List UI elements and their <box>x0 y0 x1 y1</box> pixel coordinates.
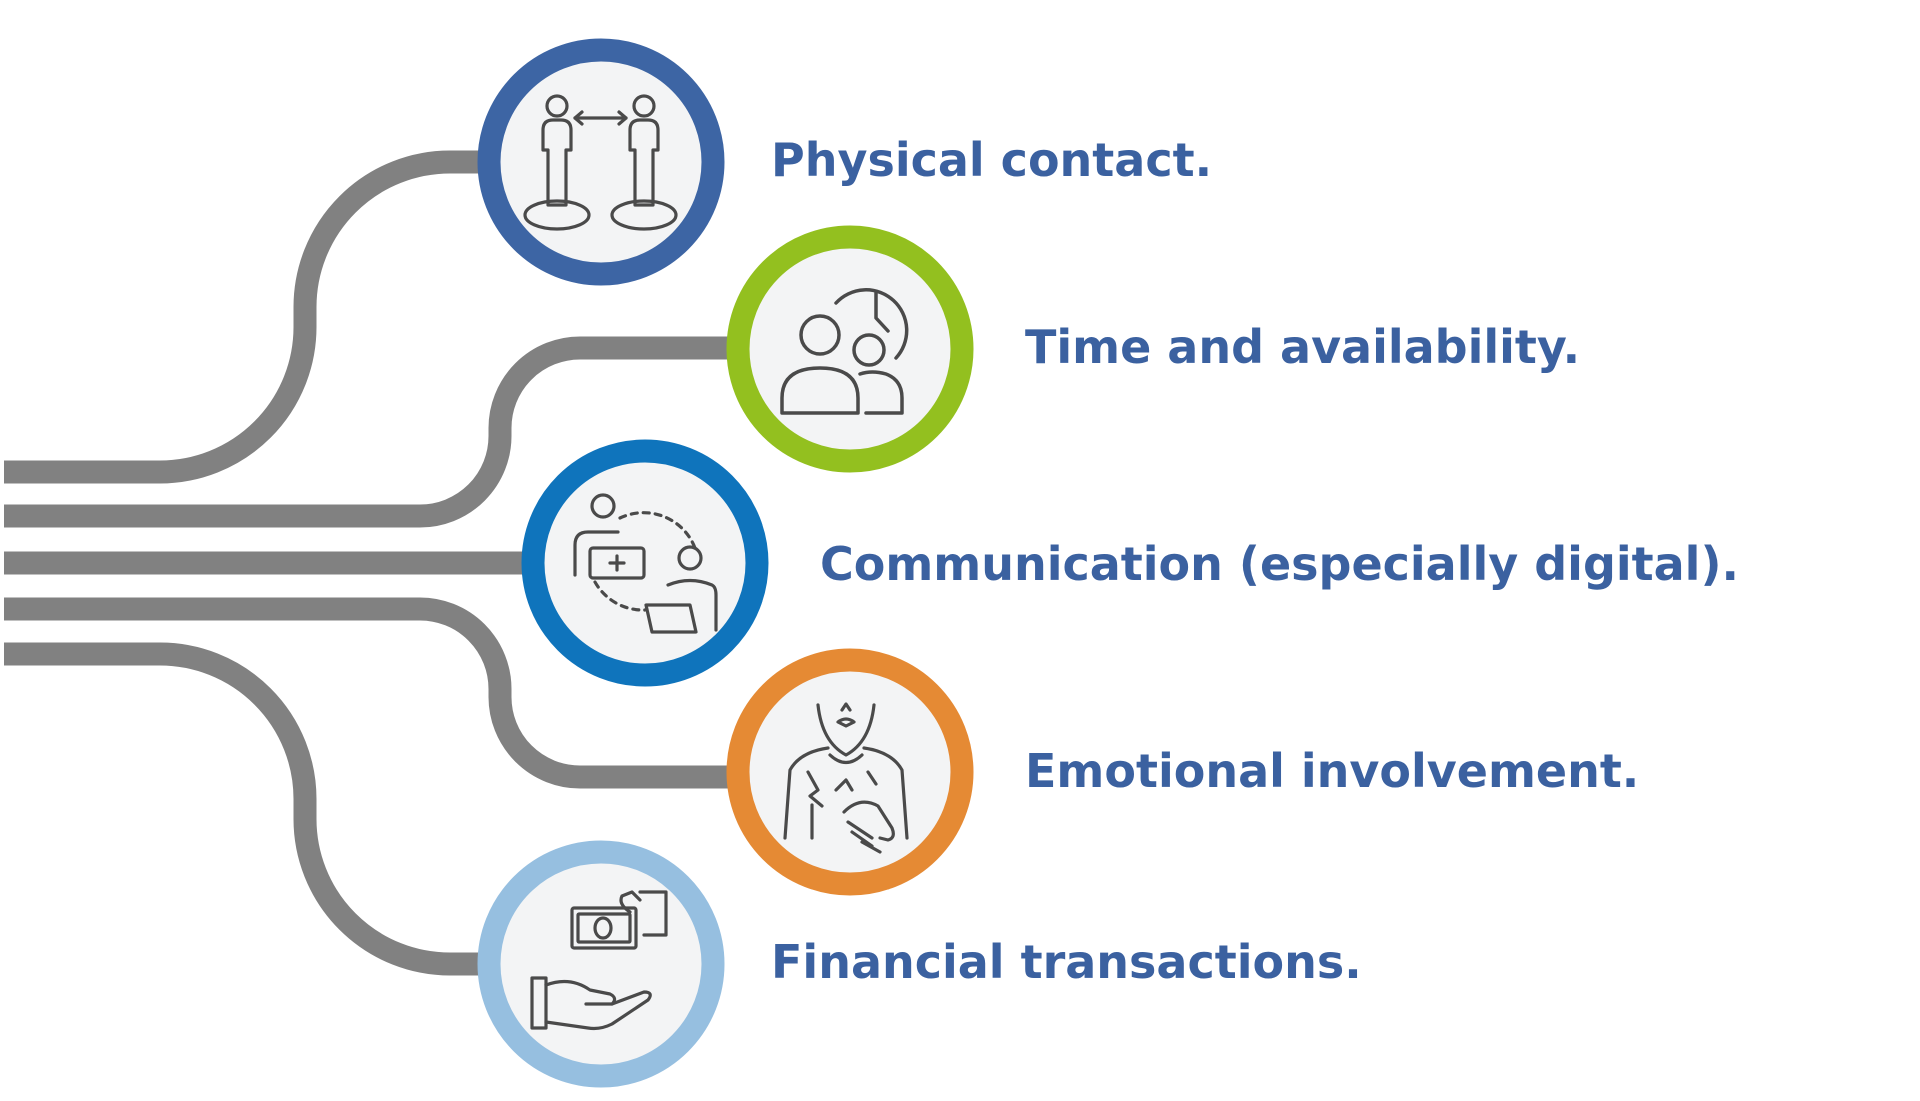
money-hand-icon <box>530 890 668 1031</box>
node-emotional-involvement <box>726 648 974 896</box>
label-emotional-involvement: Emotional involvement. <box>1025 744 1640 798</box>
connector-4 <box>4 597 800 789</box>
social-distance-icon <box>523 94 678 231</box>
ring-time-availability <box>726 225 974 473</box>
ring-financial-transactions <box>477 840 725 1088</box>
people-clock-icon <box>780 288 909 415</box>
connector-1 <box>4 150 600 484</box>
ring-emotional-involvement <box>726 648 974 896</box>
node-communication <box>521 439 769 687</box>
digital-communication-icon <box>573 493 718 634</box>
connector-2 <box>4 336 800 528</box>
ring-physical-contact <box>477 38 725 286</box>
node-time-availability <box>726 225 974 473</box>
label-time-availability: Time and availability. <box>1025 320 1581 374</box>
node-physical-contact <box>477 38 725 286</box>
label-physical-contact: Physical contact. <box>771 133 1213 187</box>
label-communication: Communication (especially digital). <box>820 537 1739 591</box>
connector-5 <box>4 642 600 976</box>
node-financial-transactions <box>477 840 725 1088</box>
emotional-distress-icon <box>783 702 909 854</box>
label-financial-transactions: Financial transactions. <box>771 935 1362 989</box>
connectors <box>4 150 800 976</box>
